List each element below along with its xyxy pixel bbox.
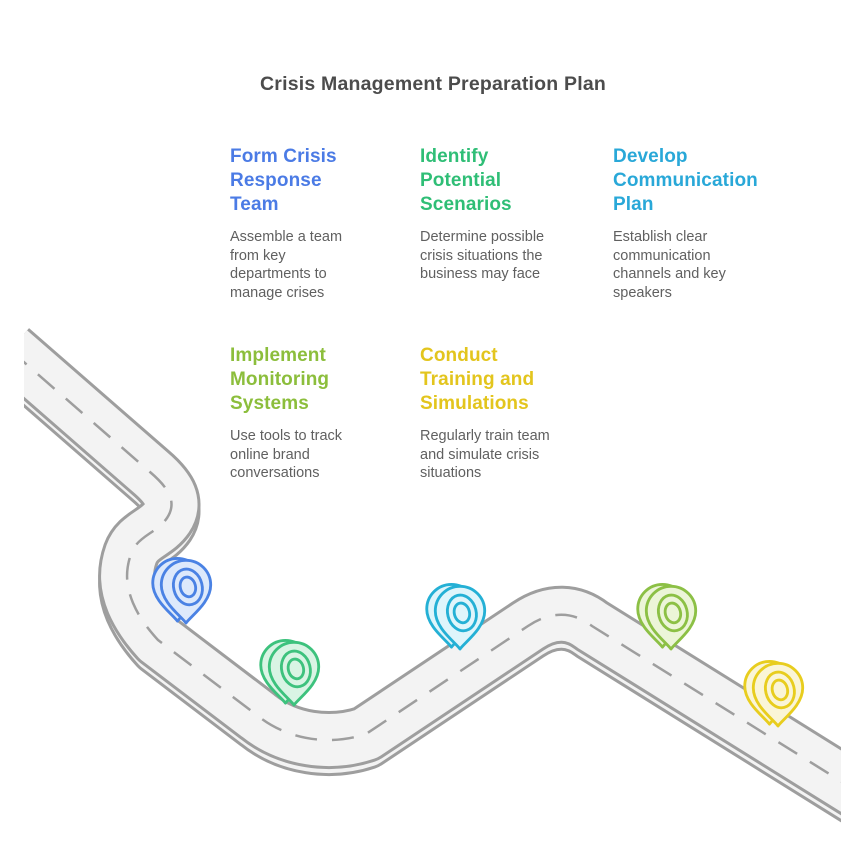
step-3-title: Develop Communication Plan bbox=[613, 146, 758, 215]
location-pins bbox=[151, 556, 805, 728]
step-4-title: Implement Monitoring Systems bbox=[230, 345, 330, 414]
location-pin-5-icon bbox=[743, 659, 805, 728]
step-1-title: Form Crisis Response Team bbox=[230, 146, 337, 215]
step-2-description: Determine possible crisis situations the… bbox=[420, 229, 545, 282]
step-1-block: Form Crisis Response Team Assemble a tea… bbox=[230, 145, 362, 302]
step-3-block: Develop Communication Plan Establish cle… bbox=[613, 145, 765, 302]
step-5-title: Conduct Training and Simulations bbox=[420, 345, 535, 414]
step-4-block: Implement Monitoring Systems Use tools t… bbox=[230, 344, 362, 483]
location-pin-1-icon bbox=[151, 556, 213, 625]
step-2-title: Identify Potential Scenarios bbox=[420, 146, 512, 215]
location-pin-2-icon bbox=[259, 638, 321, 707]
location-pin-3-icon bbox=[425, 582, 487, 651]
step-1-description: Assemble a team from key departments to … bbox=[230, 229, 343, 301]
location-pin-4-icon bbox=[636, 582, 698, 651]
step-2-block: Identify Potential Scenarios Determine p… bbox=[420, 145, 562, 284]
step-5-block: Conduct Training and Simulations Regular… bbox=[420, 344, 564, 483]
step-4-description: Use tools to track online brand conversa… bbox=[230, 428, 343, 481]
page-title: Crisis Management Preparation Plan bbox=[260, 73, 606, 95]
step-5-description: Regularly train team and simulate crisis… bbox=[420, 428, 550, 481]
step-3-description: Establish clear communication channels a… bbox=[613, 229, 726, 301]
